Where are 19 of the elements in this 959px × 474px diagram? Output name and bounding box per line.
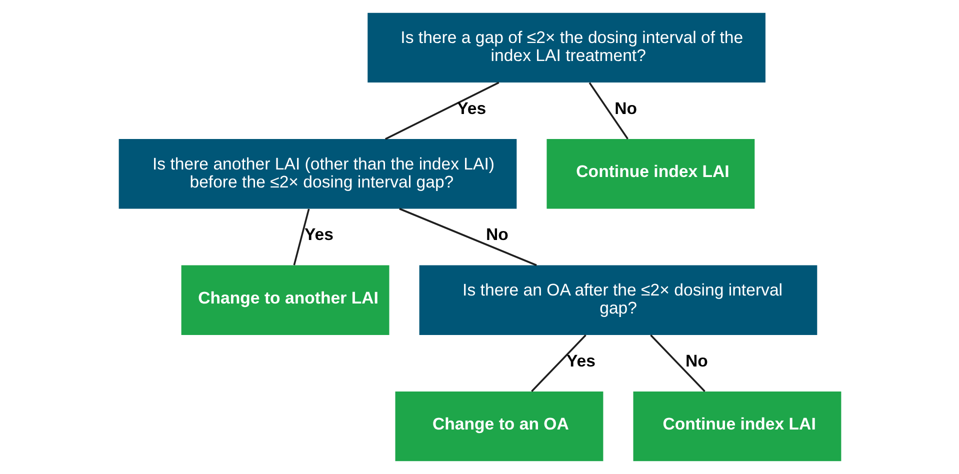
node-box: Continue index LAI [632,391,841,462]
node-box: Is there another LAI (other than the index LAI) before the ≤2× dosing interval gap? [118,139,516,209]
connector [292,208,310,266]
edge-label: Yes [304,225,334,244]
node-box: Continue index LAI [546,139,754,209]
connector [588,82,628,140]
node-box: Is there an OA after the ≤2× dosing interval gap? [418,265,817,335]
edge-label: No [685,351,708,370]
connector [384,82,499,140]
edge-label: Yes [456,99,486,118]
connector [398,208,536,266]
connector [530,334,586,392]
node-box: Is there a gap of ≤2× the dosing interval of the index LAI treatment? [367,12,765,83]
node-box: Change to another LAI [180,265,389,335]
edge-label: Yes [566,351,596,370]
node-box: Change to an OA [394,391,603,462]
connector [650,334,705,392]
edge-label: No [614,99,637,118]
edge-label: No [486,225,508,244]
